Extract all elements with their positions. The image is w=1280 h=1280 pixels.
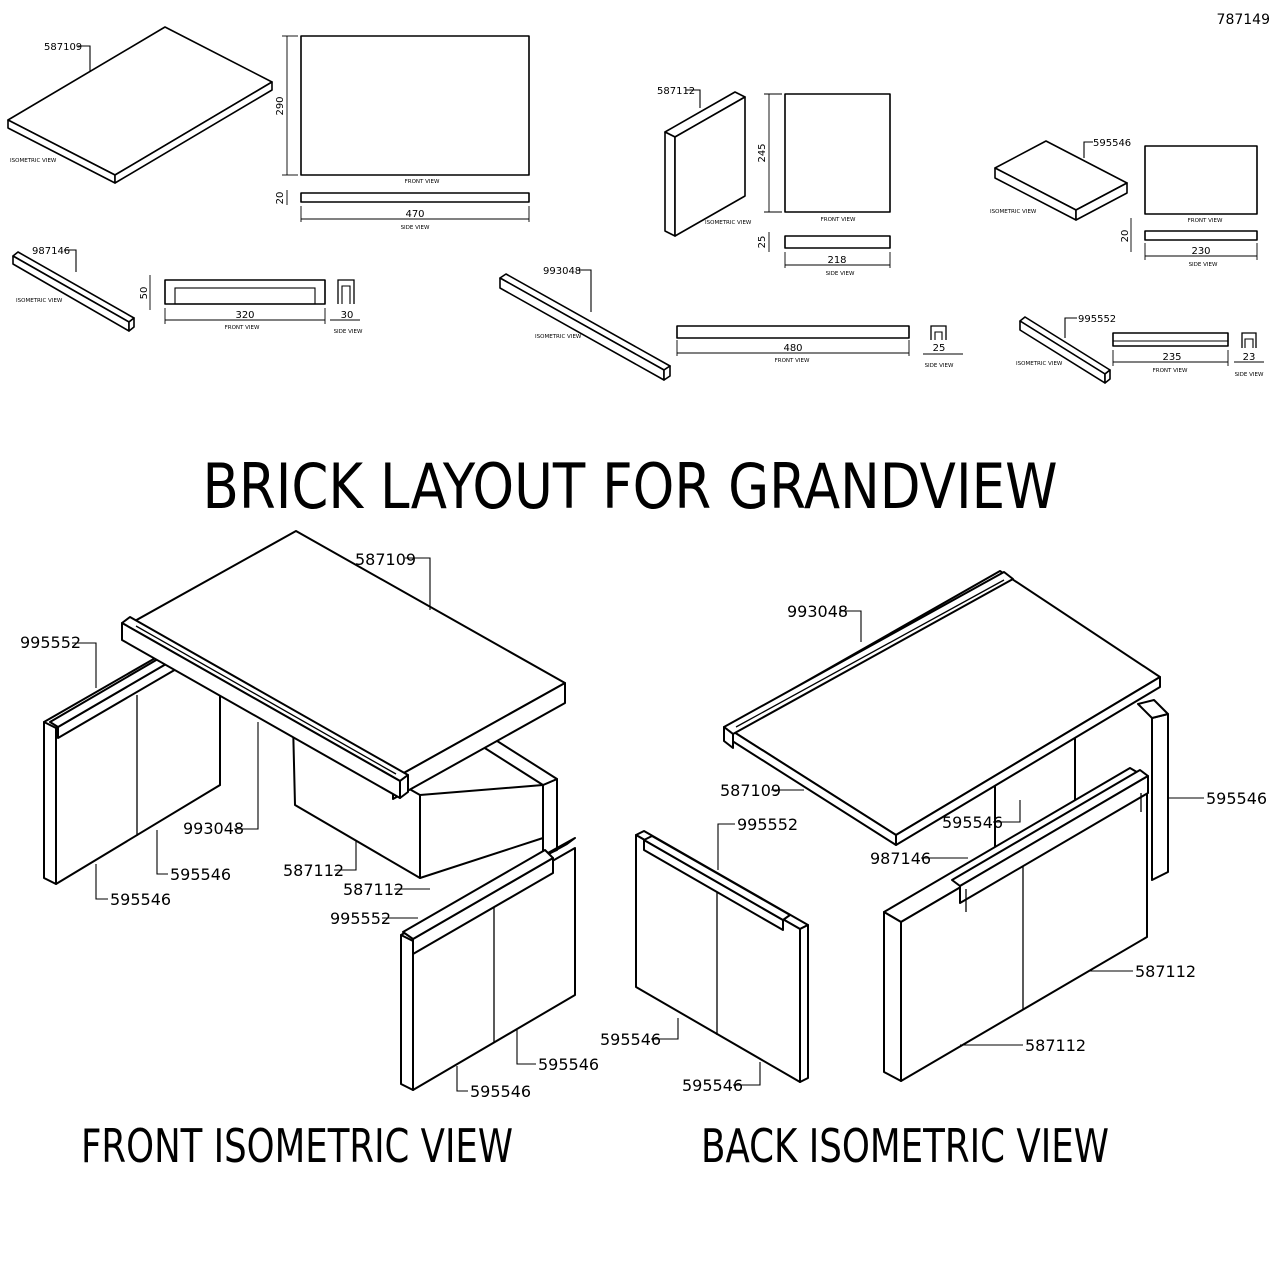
part-587112-detail: ISOMETRIC VIEW 587112 FRONT VIEW 245 25 … — [657, 86, 891, 277]
part-587109-side-view: 20 470 SIDE VIEW — [275, 190, 530, 231]
caption-side-595546: SIDE VIEW — [1189, 262, 1218, 268]
part-587109-detail: ISOMETRIC VIEW 587109 FRONT VIEW 290 20 … — [7, 26, 530, 231]
part-587112-side-view: 25 218 SIDE VIEW — [757, 232, 891, 277]
caption-side-587112: SIDE VIEW — [826, 271, 855, 277]
dim-length-595546: 230 — [1191, 246, 1210, 257]
label-595546-back-c: 595546 — [600, 1030, 661, 1049]
part-label-587109-small: 587109 — [44, 42, 82, 53]
part-587109-front-view: FRONT VIEW 290 — [275, 35, 530, 185]
front-isometric-caption: FRONT ISOMETRIC VIEW — [81, 1119, 513, 1173]
caption-isometric-587112: ISOMETRIC VIEW — [705, 220, 752, 226]
part-993048-detail: ISOMETRIC VIEW 993048 480 FRONT VIEW 25 … — [499, 266, 963, 381]
part-595546-isometric: ISOMETRIC VIEW 595546 — [990, 138, 1131, 221]
dim-depth-995552: 23 — [1243, 352, 1256, 363]
label-995552-back: 995552 — [737, 815, 798, 834]
caption-side-987146: SIDE VIEW — [334, 329, 363, 335]
dim-thickness-587109: 20 — [275, 192, 286, 205]
label-995552-front-top: 995552 — [20, 633, 81, 652]
part-995552-isometric: ISOMETRIC VIEW 995552 — [1016, 314, 1116, 384]
label-587112-back-a: 587112 — [1135, 962, 1196, 981]
part-label-993048-small: 993048 — [543, 266, 581, 277]
part-587112-isometric: ISOMETRIC VIEW 587112 — [657, 86, 752, 237]
part-993048-front-view: 480 FRONT VIEW — [676, 325, 910, 364]
part-595546-side-view: 20 230 SIDE VIEW — [1120, 218, 1258, 268]
part-995552-side-view: 23 SIDE VIEW — [1234, 332, 1264, 378]
part-987146-detail: ISOMETRIC VIEW 987146 50 320 FRONT VIEW … — [12, 246, 363, 335]
caption-side-587109: SIDE VIEW — [401, 225, 430, 231]
part-label-995552-small: 995552 — [1078, 314, 1116, 325]
dim-length-587109: 470 — [405, 209, 424, 220]
dim-length-995552: 235 — [1162, 352, 1181, 363]
caption-front-987146: FRONT VIEW — [225, 325, 260, 331]
part-995552-front-view: 235 FRONT VIEW — [1112, 332, 1229, 374]
drawing-number: 787149 — [1217, 12, 1270, 28]
caption-isometric-995552: ISOMETRIC VIEW — [1016, 361, 1063, 367]
caption-front-587109: FRONT VIEW — [405, 179, 440, 185]
part-587112-front-view: FRONT VIEW 245 — [757, 93, 891, 223]
label-595546-back-d: 595546 — [682, 1076, 743, 1095]
label-993048-front: 993048 — [183, 819, 244, 838]
dim-depth-987146: 30 — [341, 310, 354, 321]
back-isometric-assembly: 993048 587109 595546 595546 995552 98714… — [600, 570, 1267, 1173]
label-595546-front-d: 595546 — [470, 1082, 531, 1101]
label-587112-back-b: 587112 — [1025, 1036, 1086, 1055]
caption-front-587112: FRONT VIEW — [821, 217, 856, 223]
dim-height-587109: 290 — [275, 96, 286, 115]
dim-depth-993048: 25 — [933, 343, 946, 354]
part-595546-front-view: FRONT VIEW — [1144, 145, 1258, 224]
label-595546-front-b: 595546 — [110, 890, 171, 909]
caption-isometric-987146: ISOMETRIC VIEW — [16, 298, 63, 304]
caption-front-595546: FRONT VIEW — [1188, 218, 1223, 224]
label-995552-front-bottom: 995552 — [330, 909, 391, 928]
part-label-587112-small: 587112 — [657, 86, 695, 97]
part-987146-isometric: ISOMETRIC VIEW 987146 — [12, 246, 135, 332]
label-587109-back: 587109 — [720, 781, 781, 800]
caption-side-995552: SIDE VIEW — [1235, 372, 1264, 378]
drawing-title: BRICK LAYOUT FOR GRANDVIEW — [203, 450, 1058, 523]
caption-isometric-587109: ISOMETRIC VIEW — [10, 158, 57, 164]
back-isometric-caption: BACK ISOMETRIC VIEW — [701, 1119, 1109, 1173]
part-label-987146-small: 987146 — [32, 246, 70, 257]
dim-height-987146: 50 — [139, 287, 150, 300]
caption-front-995552: FRONT VIEW — [1153, 368, 1188, 374]
label-595546-front-a: 595546 — [170, 865, 231, 884]
dim-length-587112: 218 — [827, 255, 846, 266]
part-595546-detail: ISOMETRIC VIEW 595546 FRONT VIEW 20 230 … — [990, 138, 1258, 268]
part-995552-detail: ISOMETRIC VIEW 995552 235 FRONT VIEW 23 … — [1016, 314, 1264, 384]
front-isometric-assembly: 587109 995552 993048 595546 595546 58711… — [20, 530, 599, 1173]
label-595546-back-b: 595546 — [1206, 789, 1267, 808]
part-993048-side-view: 25 SIDE VIEW — [923, 325, 963, 369]
part-987146-side-view: 30 SIDE VIEW — [330, 279, 363, 335]
part-987146-front-view: 50 320 FRONT VIEW — [139, 275, 326, 331]
caption-isometric-595546: ISOMETRIC VIEW — [990, 209, 1037, 215]
dim-length-993048: 480 — [783, 343, 802, 354]
dim-length-987146: 320 — [235, 310, 254, 321]
part-label-595546-small: 595546 — [1093, 138, 1131, 149]
label-595546-front-c: 595546 — [538, 1055, 599, 1074]
dim-height-587112: 245 — [757, 143, 768, 162]
part-587109-isometric: ISOMETRIC VIEW 587109 — [7, 26, 273, 184]
caption-side-993048: SIDE VIEW — [925, 363, 954, 369]
label-595546-back-a: 595546 — [942, 813, 1003, 832]
dim-thickness-587112: 25 — [757, 236, 768, 249]
label-993048-back: 993048 — [787, 602, 848, 621]
caption-front-993048: FRONT VIEW — [775, 358, 810, 364]
label-587112-front-a: 587112 — [283, 861, 344, 880]
caption-isometric-993048: ISOMETRIC VIEW — [535, 334, 582, 340]
label-987146-back: 987146 — [870, 849, 931, 868]
label-587112-front-b: 587112 — [343, 880, 404, 899]
label-587109-front: 587109 — [355, 550, 416, 569]
part-993048-isometric: ISOMETRIC VIEW 993048 — [499, 266, 671, 381]
dim-thickness-595546: 20 — [1120, 230, 1131, 243]
